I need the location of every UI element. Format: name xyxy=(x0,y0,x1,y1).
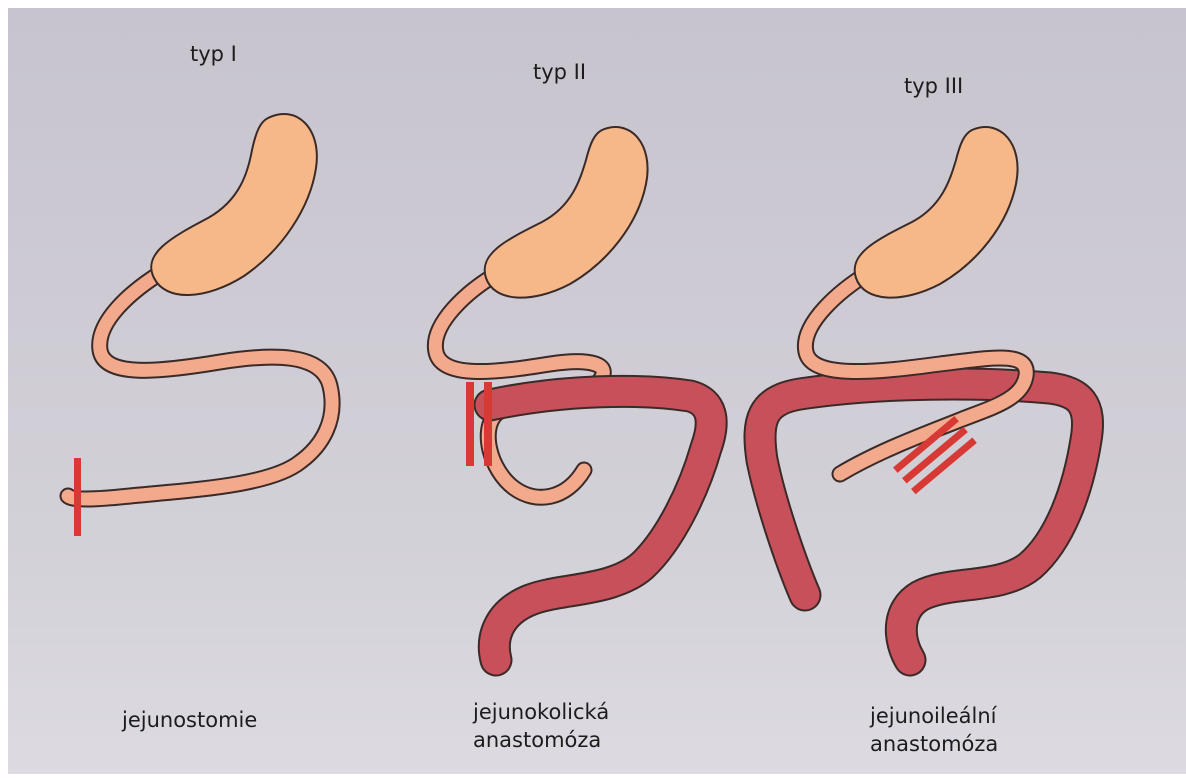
panel-type-2 xyxy=(435,127,711,660)
caption-line: jejunostomie xyxy=(122,706,257,734)
type-2-caption: jejunokolická anastomóza xyxy=(473,698,609,754)
type-1-caption: jejunostomie xyxy=(122,706,257,734)
caption-line: anastomóza xyxy=(870,730,998,758)
type-1-label: typ I xyxy=(190,40,237,68)
stomach xyxy=(485,127,648,298)
type-3-caption: jejunoileální anastomóza xyxy=(870,702,998,758)
caption-line: jejunokolická xyxy=(473,698,609,726)
stoma-cut-mark xyxy=(74,458,81,536)
type-2-label: typ II xyxy=(533,58,586,86)
stomach xyxy=(855,127,1018,298)
stomach xyxy=(151,114,317,295)
type-3-label: typ III xyxy=(904,72,963,100)
anastomosis-cut-mark-2 xyxy=(484,382,492,466)
panel-type-1 xyxy=(68,114,332,536)
caption-line: jejunoileální xyxy=(870,702,998,730)
caption-line: anastomóza xyxy=(473,726,609,754)
panel-type-3 xyxy=(760,127,1088,660)
anastomosis-cut-mark-1 xyxy=(466,382,474,466)
